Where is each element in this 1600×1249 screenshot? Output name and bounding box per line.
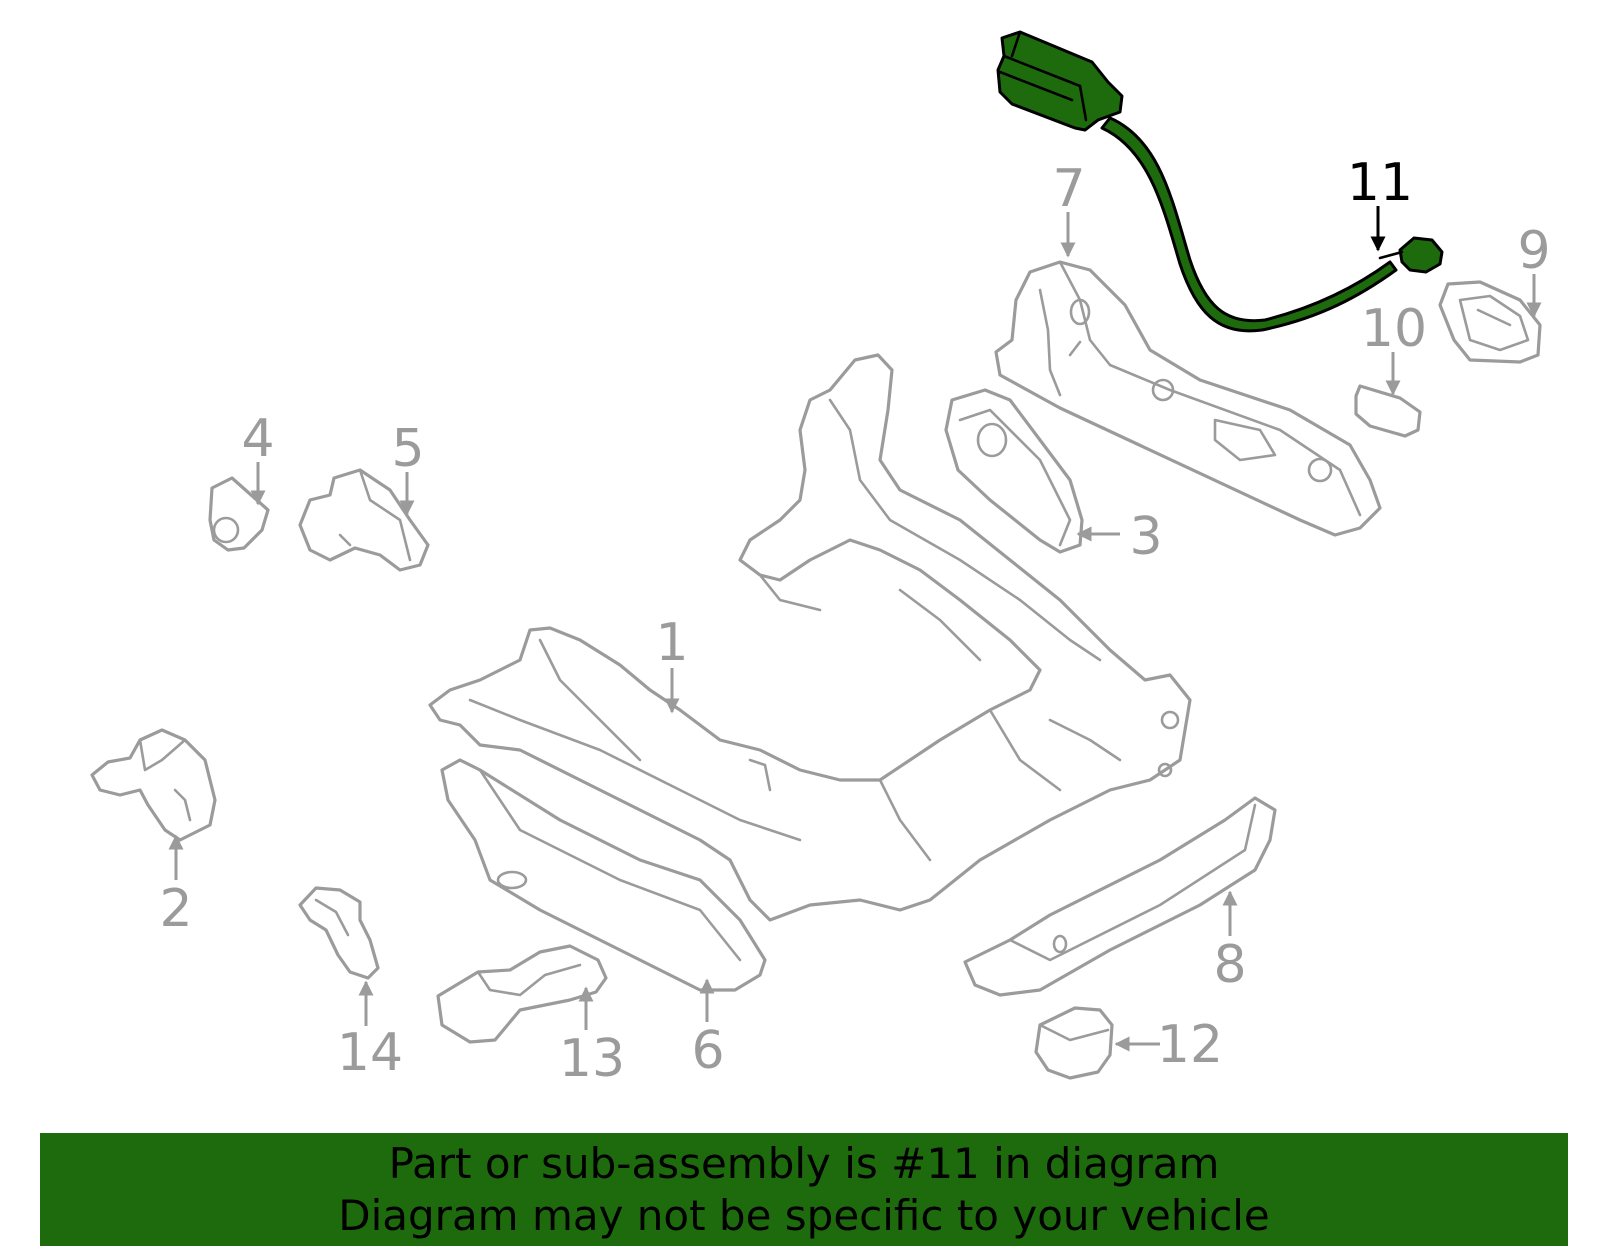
callout-5[interactable]: 5 — [391, 419, 424, 479]
callout-14[interactable]: 14 — [337, 1023, 403, 1083]
part-5[interactable] — [298, 468, 430, 572]
callout-7[interactable]: 7 — [1052, 159, 1085, 219]
banner-line-part: Part or sub-assembly is #11 in diagram — [388, 1138, 1220, 1188]
part-10[interactable] — [1354, 384, 1422, 438]
callout-4[interactable]: 4 — [241, 409, 274, 469]
callout-1[interactable]: 1 — [655, 613, 688, 673]
callout-10[interactable]: 10 — [1361, 299, 1427, 359]
part-6[interactable] — [440, 758, 767, 992]
callout-9[interactable]: 9 — [1517, 221, 1550, 281]
callout-numbers: 1 2 3 4 5 6 7 8 9 10 11 12 13 14 — [159, 153, 1550, 1089]
callout-leaders — [168, 206, 1542, 1052]
part-11-highlighted[interactable] — [996, 30, 1444, 333]
part-14[interactable] — [298, 886, 380, 980]
part-9[interactable] — [1438, 280, 1542, 364]
part-2[interactable] — [90, 728, 217, 842]
part-1[interactable] — [428, 353, 1192, 922]
callout-3[interactable]: 3 — [1129, 507, 1162, 567]
callout-8[interactable]: 8 — [1213, 935, 1246, 995]
callout-6[interactable]: 6 — [691, 1021, 724, 1081]
callout-11[interactable]: 11 — [1347, 153, 1413, 213]
part-7[interactable] — [994, 260, 1382, 537]
callout-12[interactable]: 12 — [1157, 1015, 1223, 1075]
part-3[interactable] — [944, 388, 1084, 554]
banner-line-disclaimer: Diagram may not be specific to your vehi… — [338, 1190, 1270, 1240]
info-banner: Part or sub-assembly is #11 in diagram D… — [40, 1133, 1568, 1246]
part-8[interactable] — [963, 796, 1277, 997]
part-13[interactable] — [436, 944, 608, 1044]
part-12[interactable] — [1034, 1006, 1114, 1080]
callout-2[interactable]: 2 — [159, 879, 192, 939]
part-4[interactable] — [208, 476, 270, 552]
callout-13[interactable]: 13 — [559, 1029, 625, 1089]
